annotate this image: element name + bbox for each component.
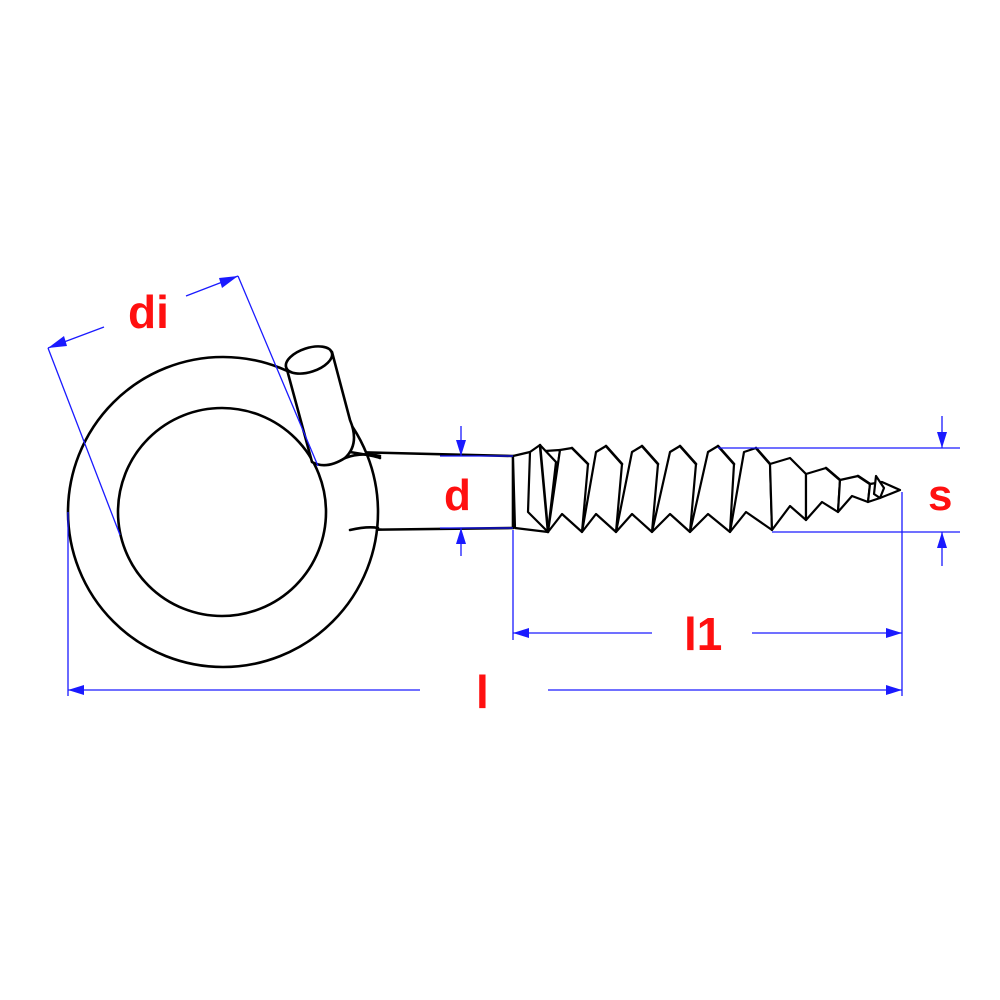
wire-end-cap (284, 345, 334, 375)
dimension-lines (47, 275, 960, 696)
label-d: d (444, 471, 471, 520)
dim-l (67, 512, 902, 696)
label-l1: l1 (684, 608, 722, 660)
label-s: s (928, 471, 952, 520)
label-l: l (476, 666, 489, 718)
label-di: di (128, 286, 169, 338)
thread-section (511, 443, 902, 534)
wire-neck-blend (343, 453, 382, 460)
dimension-labels: di d s l1 l (128, 286, 952, 718)
eye-inner-circle (116, 406, 328, 618)
dim-l1 (512, 492, 903, 696)
eye-screw-drawing (66, 345, 902, 669)
dim-d (440, 426, 513, 556)
dim-s (718, 416, 960, 566)
dim-di (47, 275, 319, 536)
